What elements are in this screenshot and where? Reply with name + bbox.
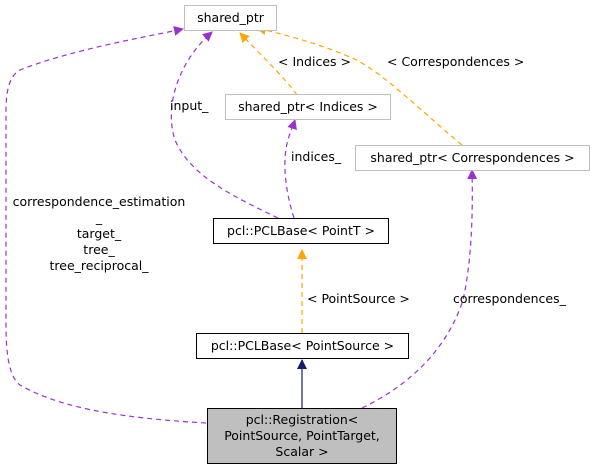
node-label: shared_ptr< Correspondences > xyxy=(370,150,575,165)
member-label: target_ xyxy=(76,226,122,241)
node-registration[interactable]: pcl::Registration< PointSource, PointTar… xyxy=(207,408,397,464)
edge-label-indices: indices_ xyxy=(291,149,342,164)
node-label-line-2: PointSource, PointTarget, xyxy=(224,428,380,443)
edge-shared-ptr-correspondences-to-shared-ptr xyxy=(256,25,463,146)
edge-pclbase-pointt-to-shared-ptr-indices-indices xyxy=(284,119,297,219)
node-label: shared_ptr< Indices > xyxy=(238,99,378,114)
member-label: correspondence_estimation xyxy=(12,194,186,209)
node-pclbase-pointt[interactable]: pcl::PCLBase< PointT > xyxy=(213,218,389,244)
node-shared-ptr-indices[interactable]: shared_ptr< Indices > xyxy=(225,94,391,120)
node-shared-ptr[interactable]: shared_ptr xyxy=(184,5,277,31)
node-label-line-3: Scalar > xyxy=(275,444,329,459)
node-label: pcl::PCLBase< PointSource > xyxy=(210,338,395,353)
edge-registration-to-shared-ptr-members xyxy=(5,25,207,424)
member-label: tree_reciprocal_ xyxy=(49,258,149,273)
edge-registration-to-shared-ptr-correspondences xyxy=(361,169,478,409)
node-label: shared_ptr xyxy=(197,10,264,25)
member-label: tree_ xyxy=(83,242,115,257)
member-label: _ xyxy=(95,210,103,225)
edge-label-shared-ptr-members: correspondence_estimation _ target_ tree… xyxy=(8,194,190,274)
edge-pclbase-pointt-to-shared-ptr-input xyxy=(170,31,279,219)
edge-shared-ptr-indices-to-shared-ptr xyxy=(239,32,298,96)
node-label-line-1: pcl::Registration< xyxy=(245,412,359,427)
edge-label-pointsource-template: < PointSource > xyxy=(307,291,410,306)
edge-label-indices-template: < Indices > xyxy=(278,54,351,69)
node-label: pcl::PCLBase< PointT > xyxy=(227,223,375,238)
edge-label-correspondences-member: correspondences_ xyxy=(453,291,566,306)
node-shared-ptr-correspondences[interactable]: shared_ptr< Correspondences > xyxy=(355,145,590,171)
edge-label-correspondences-template: < Correspondences > xyxy=(387,54,525,69)
edge-label-input: input_ xyxy=(170,98,209,113)
node-pclbase-pointsource[interactable]: pcl::PCLBase< PointSource > xyxy=(196,333,409,359)
